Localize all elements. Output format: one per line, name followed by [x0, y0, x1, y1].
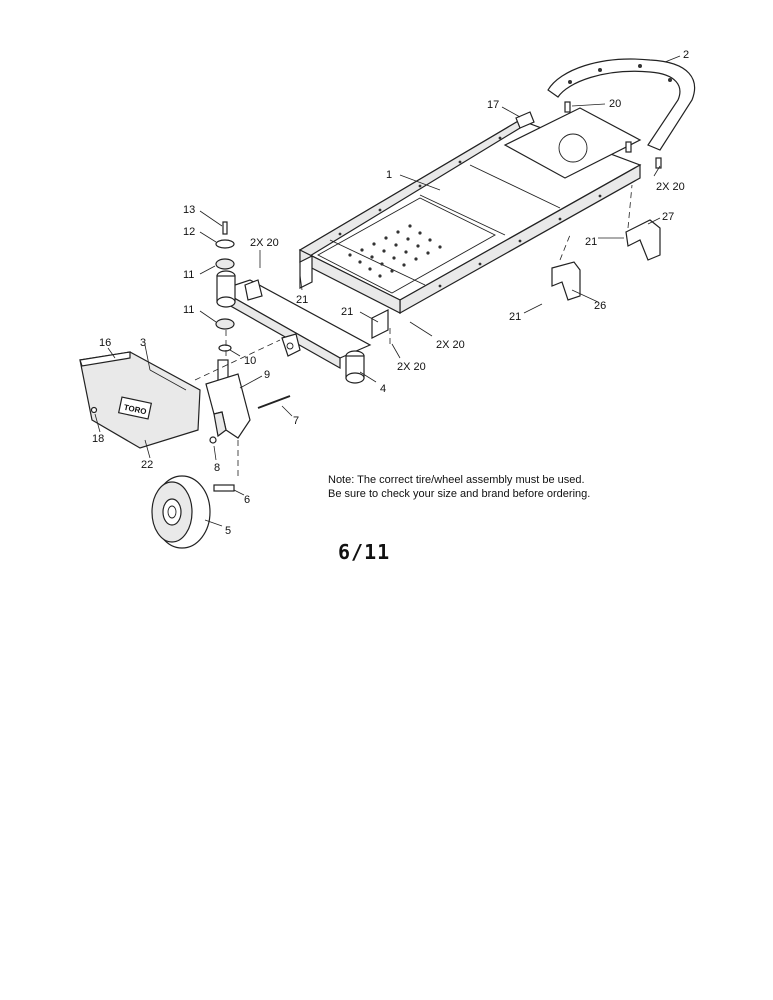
callout-label: 18 [92, 433, 104, 445]
part-10-spacer [218, 344, 232, 352]
floor-pan-holes [348, 224, 442, 278]
part-6-spacer [213, 484, 235, 492]
callout-label: 11 [183, 304, 194, 316]
callout-label: 21 [585, 236, 597, 248]
part-20-bolt [655, 157, 662, 169]
brand-plate [117, 396, 153, 420]
callout-label: 21 [509, 311, 521, 323]
part-20-bolt [564, 101, 571, 113]
part-7-axle-bolt [257, 395, 291, 409]
assembly-lines [194, 184, 633, 480]
callout-label: 13 [183, 204, 195, 216]
part-20-bolt [625, 141, 632, 153]
callout-label: 26 [594, 300, 606, 312]
callout-label: 5 [225, 525, 231, 537]
callout-label: 21 [341, 306, 353, 318]
page-number: 6/11 [338, 540, 391, 564]
part-12-washer [215, 239, 235, 249]
callout-label: 2X 20 [436, 339, 465, 351]
callout-label: 17 [487, 99, 499, 111]
callout-label: 1 [386, 169, 392, 181]
note-line-1: Note: The correct tire/wheel assembly mu… [328, 474, 585, 486]
caster-wheel [151, 475, 211, 549]
part-11-bearing [215, 258, 235, 270]
callout-label: 12 [183, 226, 195, 238]
callout-label: 2X 20 [250, 237, 279, 249]
note-line-2: Be sure to check your size and brand bef… [328, 488, 591, 500]
callout-label: 11 [183, 269, 194, 281]
callout-label: 21 [296, 294, 308, 306]
part-26-bracket [551, 261, 581, 301]
callout-label: 27 [662, 211, 674, 223]
callout-label: 20 [609, 98, 621, 110]
callout-label: 10 [244, 355, 256, 367]
callout-label: 2X 20 [656, 181, 685, 193]
callout-label: 7 [293, 415, 299, 427]
part-18-fastener [90, 406, 98, 414]
part-17-bracket [515, 111, 535, 129]
callout-label: 16 [99, 337, 111, 349]
callout-label: 4 [380, 383, 386, 395]
callout-label: 22 [141, 459, 153, 471]
callout-label: 8 [214, 462, 220, 474]
rops-bar [547, 58, 696, 151]
part-13-bolt [222, 221, 228, 235]
front-shield: TORO [79, 351, 201, 449]
caster-fork [205, 359, 251, 439]
part-27-bracket [625, 219, 661, 261]
part-11-bearing [215, 318, 235, 330]
callout-label: 6 [244, 494, 250, 506]
callout-label: 2 [683, 49, 689, 61]
callout-labels: 1 2 17 20 2X 20 27 21 26 21 13 12 11 2X … [92, 49, 689, 537]
front-axle [216, 270, 372, 384]
main-frame [298, 107, 642, 339]
callout-label: 9 [264, 369, 270, 381]
leader-lines [94, 55, 681, 527]
callout-label: 2X 20 [397, 361, 426, 373]
ordering-note: Note: The correct tire/wheel assembly mu… [328, 473, 590, 501]
callout-label: 3 [140, 337, 146, 349]
part-8-nut [209, 436, 217, 444]
